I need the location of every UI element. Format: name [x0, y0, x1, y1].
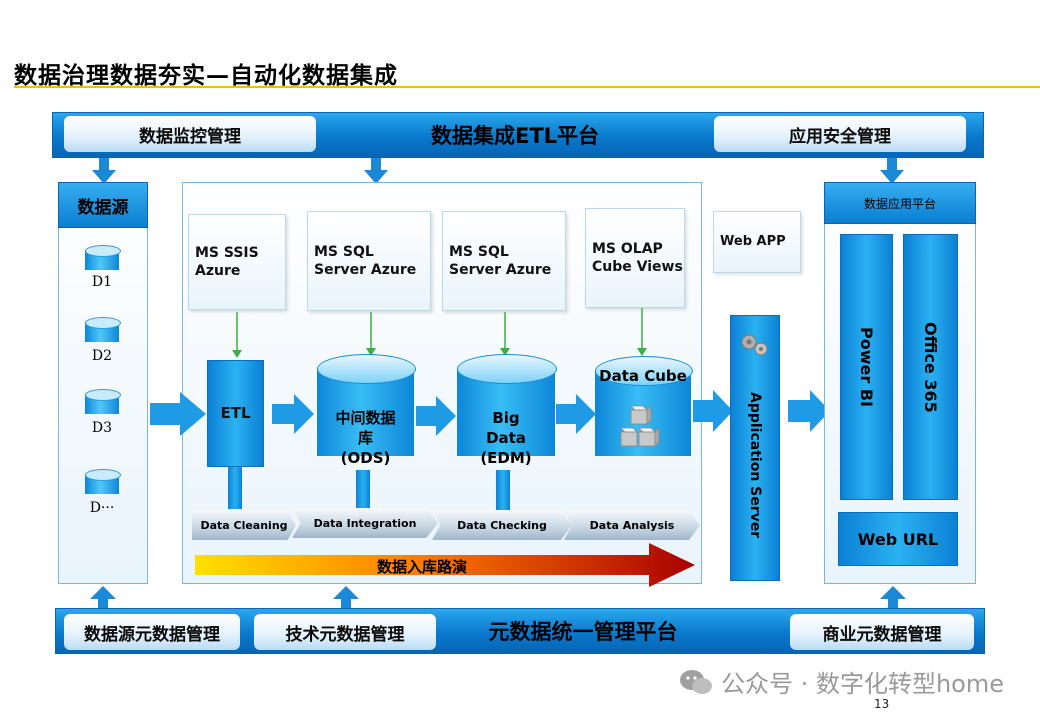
flow-arrow-icon	[788, 390, 830, 432]
arrow-up-icon	[333, 586, 359, 612]
edm-stub	[496, 470, 510, 510]
watermark: 公众号 · 数字化转型home	[679, 664, 1004, 699]
office-365-tile[interactable]: Office 365	[903, 234, 958, 500]
metadata-platform-title: 元数据统一管理平台	[488, 620, 678, 644]
connector-arrow-icon	[637, 308, 647, 356]
source-d3: D3	[91, 420, 113, 436]
database-icon	[85, 317, 121, 347]
flow-arrow-icon	[693, 390, 733, 432]
source-metadata-pill[interactable]: 数据源元数据管理	[64, 614, 240, 650]
connector-arrow-icon	[500, 312, 510, 356]
flow-gradient-arrow	[195, 543, 695, 587]
etl-platform-title: 数据集成ETL平台	[430, 124, 600, 148]
tool-web-app: Web APP	[713, 211, 801, 273]
stage-data-analysis: Data Analysis	[564, 510, 700, 540]
connector-arrow-icon	[232, 312, 242, 358]
data-source-panel	[58, 182, 148, 584]
ods-label: 中间数据库 (ODS)	[335, 409, 396, 467]
arrow-up-icon	[90, 586, 116, 612]
cubes-icon	[620, 405, 660, 447]
ods-stub	[356, 470, 370, 510]
watermark-text: 公众号 · 数字化转型home	[721, 670, 1004, 698]
tool-ms-sql-edm: MS SQL Server Azure	[442, 211, 566, 311]
source-d2: D2	[91, 348, 113, 364]
application-server	[730, 315, 780, 581]
stage-data-checking: Data Checking	[432, 510, 572, 540]
arrow-down-icon	[364, 158, 388, 184]
app-platform-header: 数据应用平台	[824, 182, 976, 224]
monitoring-pill[interactable]: 数据监控管理	[64, 116, 316, 152]
wechat-icon	[680, 669, 713, 694]
security-pill[interactable]: 应用安全管理	[714, 116, 966, 152]
data-cube-label: Data Cube	[599, 367, 687, 385]
tool-ms-ssis: MS SSIS Azure	[188, 214, 286, 310]
etl-stub	[228, 467, 242, 509]
arrow-down-icon	[880, 158, 904, 184]
tool-ms-olap: MS OLAP Cube Views	[585, 208, 685, 308]
arrow-up-icon	[880, 586, 906, 612]
stage-data-cleaning: Data Cleaning	[192, 510, 296, 540]
database-icon	[85, 245, 121, 275]
page-number: 13	[874, 697, 890, 711]
web-url-tile[interactable]: Web URL	[838, 512, 958, 566]
tech-metadata-pill[interactable]: 技术元数据管理	[254, 614, 436, 650]
page-title: 数据治理数据夯实—自动化数据集成	[14, 63, 398, 89]
application-server-label: Application Server	[747, 391, 763, 539]
flow-arrow-icon	[416, 396, 456, 436]
source-more: D···	[89, 500, 115, 516]
etl-block	[207, 360, 264, 467]
edm-database	[457, 354, 557, 470]
flow-arrow-icon	[556, 394, 596, 434]
etl-label: ETL	[220, 404, 251, 422]
connector-arrow-icon	[366, 312, 376, 356]
flow-arrow-icon	[150, 392, 206, 436]
source-d1: D1	[91, 274, 113, 290]
database-icon	[85, 389, 121, 419]
tool-ms-sql-ods: MS SQL Server Azure	[307, 211, 431, 311]
edm-label: Big Data (EDM)	[480, 409, 532, 467]
flow-arrow-icon	[272, 394, 314, 434]
database-icon	[85, 469, 121, 499]
stage-data-integration: Data Integration	[292, 508, 438, 538]
power-bi-tile[interactable]: Power BI	[840, 234, 893, 500]
gears-icon	[741, 334, 768, 356]
arrow-down-icon	[92, 158, 116, 184]
business-metadata-pill[interactable]: 商业元数据管理	[790, 614, 974, 650]
data-source-header: 数据源	[58, 182, 148, 228]
flow-label: 数据入库路演	[376, 558, 467, 576]
title-underline	[14, 86, 1040, 88]
